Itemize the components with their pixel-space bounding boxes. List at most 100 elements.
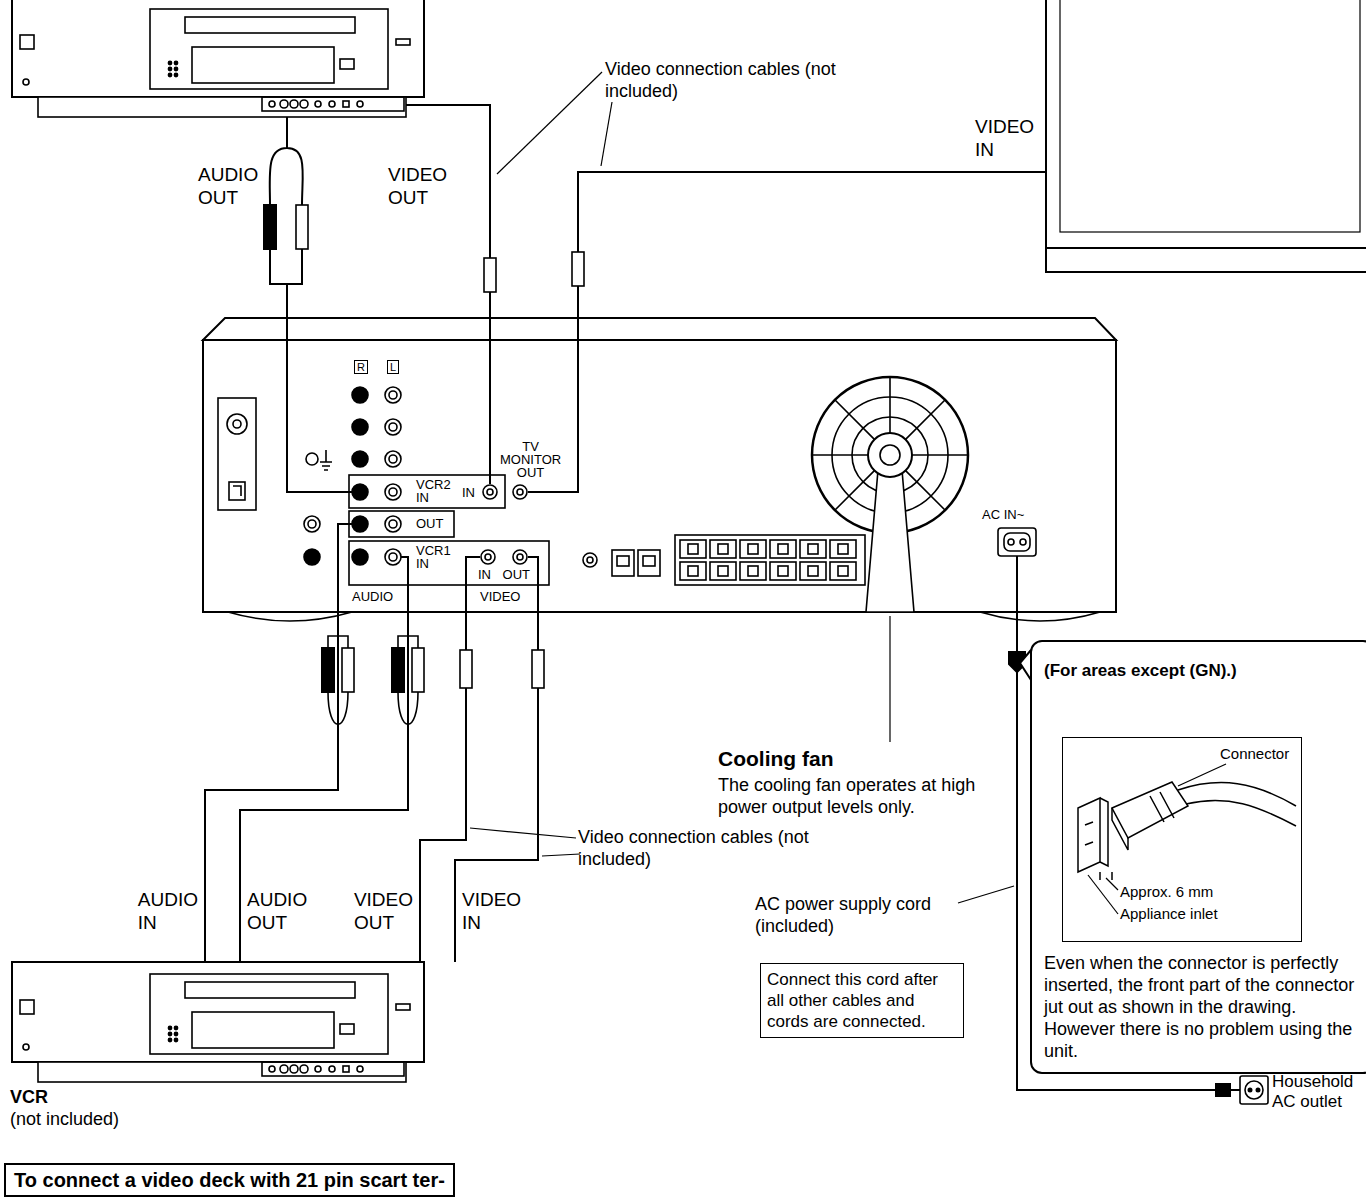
speaker-terminal (740, 540, 766, 558)
text-holder: AUDIO OUT (198, 163, 258, 209)
part-name: Cooling fan (718, 746, 833, 771)
video-jack (481, 550, 495, 564)
speaker-terminal (830, 562, 856, 580)
text-holder: IN (462, 486, 475, 499)
tv-drawing (1046, 0, 1366, 272)
leader-line (889, 616, 890, 742)
text-holder: (not included) (10, 1108, 119, 1130)
leader-line (1106, 878, 1118, 890)
cord-note: AC power supply cord (included) (755, 893, 955, 937)
leader-line (470, 828, 576, 838)
speaker-terminal (778, 566, 788, 576)
leader-line (958, 886, 1014, 903)
receiver-drawing (1004, 533, 1030, 551)
cooling-fan (812, 377, 968, 612)
text-holder: Household AC outlet (1272, 1072, 1362, 1112)
cooling-fan (866, 470, 914, 612)
jack-label: TV MONITOR OUT (500, 440, 561, 479)
text-holder: AC power supply cord (included) (755, 893, 955, 937)
cable (392, 648, 404, 692)
jack-label: OUT (416, 517, 443, 530)
video-jack (583, 553, 597, 567)
port-label: AUDIO IN (137, 888, 199, 934)
receiver-drawing (617, 556, 629, 566)
inset-drawing (1078, 782, 1296, 880)
video-jack (517, 489, 523, 495)
cable (296, 205, 308, 249)
audio-jack (389, 455, 397, 463)
cable (455, 612, 538, 962)
part-name: Connector (1220, 745, 1289, 763)
leader-line (1178, 764, 1226, 786)
port-label: VIDEO OUT (353, 888, 414, 934)
text-holder: IN OUT (478, 568, 530, 581)
speaker-terminal (808, 566, 818, 576)
text-holder: AUDIO (352, 590, 393, 603)
text-holder: AC IN~ (982, 508, 1024, 521)
receiver-drawing (1020, 539, 1026, 545)
cable (264, 105, 1046, 724)
audio-jack (352, 516, 368, 532)
text-holder: VIDEO OUT (388, 163, 447, 209)
cable (270, 117, 303, 205)
receiver-drawing (349, 475, 505, 508)
part-note: The cooling fan operates at high power o… (718, 774, 1008, 818)
speaker-terminal (710, 562, 736, 580)
leader-line (542, 854, 580, 856)
jack-label: VCR1 IN (416, 544, 451, 570)
speaker-terminal (830, 540, 856, 558)
device-name: VCR (10, 1086, 48, 1108)
receiver-drawing (998, 528, 1036, 556)
receiver-drawing (306, 453, 318, 465)
video-jack (481, 485, 597, 567)
speaker-terminal (778, 544, 788, 554)
inset-drawing (1085, 798, 1108, 866)
power-cord (1245, 1081, 1263, 1099)
tv-drawing (1060, 0, 1360, 232)
speaker-terminal (710, 540, 736, 558)
heading-box: To connect a video deck with 21 pin scar… (4, 1163, 455, 1197)
text-holder: R (354, 360, 368, 374)
receiver-drawing (349, 541, 549, 585)
leader-line (601, 102, 612, 166)
text-holder: (For areas except (GN).) (1044, 660, 1237, 681)
cable (572, 252, 584, 286)
text-holder: Even when the connector is perfectly ins… (1044, 952, 1362, 1062)
text-holder: Cooling fan (718, 746, 833, 771)
receiver-drawing (203, 318, 1116, 621)
cable (412, 648, 424, 692)
power-cord (1249, 1089, 1252, 1092)
text-holder: Connector (1220, 745, 1289, 763)
audio-jack (385, 549, 401, 565)
tv-drawing (1046, 0, 1366, 248)
jack-label: VCR2 IN (416, 478, 451, 504)
group-label: VIDEO (480, 590, 520, 603)
port-label: AUDIO OUT (246, 888, 308, 934)
audio-jack (385, 516, 401, 532)
note-callout: (For areas except (GN).) Even when the co… (1030, 640, 1366, 1074)
receiver-drawing (612, 550, 634, 576)
text-holder: VCR1 IN (416, 544, 451, 570)
receiver-drawing (338, 524, 538, 612)
inset-drawing (1112, 782, 1188, 838)
speaker-terminal (688, 566, 698, 576)
text-holder: VIDEO IN (461, 888, 522, 934)
heading-text: To connect a video deck with 21 pin scar… (14, 1168, 445, 1192)
power-cord (1240, 1076, 1268, 1104)
cable (322, 648, 334, 692)
speaker-terminal (680, 540, 706, 558)
cooling-fan (880, 445, 900, 465)
cable (578, 172, 1046, 252)
audio-jack (352, 387, 368, 403)
port-label: VIDEO OUT (388, 163, 447, 209)
callout-text: Even when the connector is perfectly ins… (1044, 952, 1362, 1062)
text-holder: Appliance inlet (1120, 905, 1218, 923)
tv-drawing (1046, 248, 1366, 272)
inset-drawing (1112, 792, 1174, 850)
speaker-terminal (680, 562, 706, 580)
video-jack (483, 485, 497, 499)
cable-note: Video connection cables (not included) (578, 826, 818, 870)
audio-jack (352, 549, 368, 565)
speaker-terminal (838, 566, 848, 576)
receiver-drawing (233, 486, 241, 496)
